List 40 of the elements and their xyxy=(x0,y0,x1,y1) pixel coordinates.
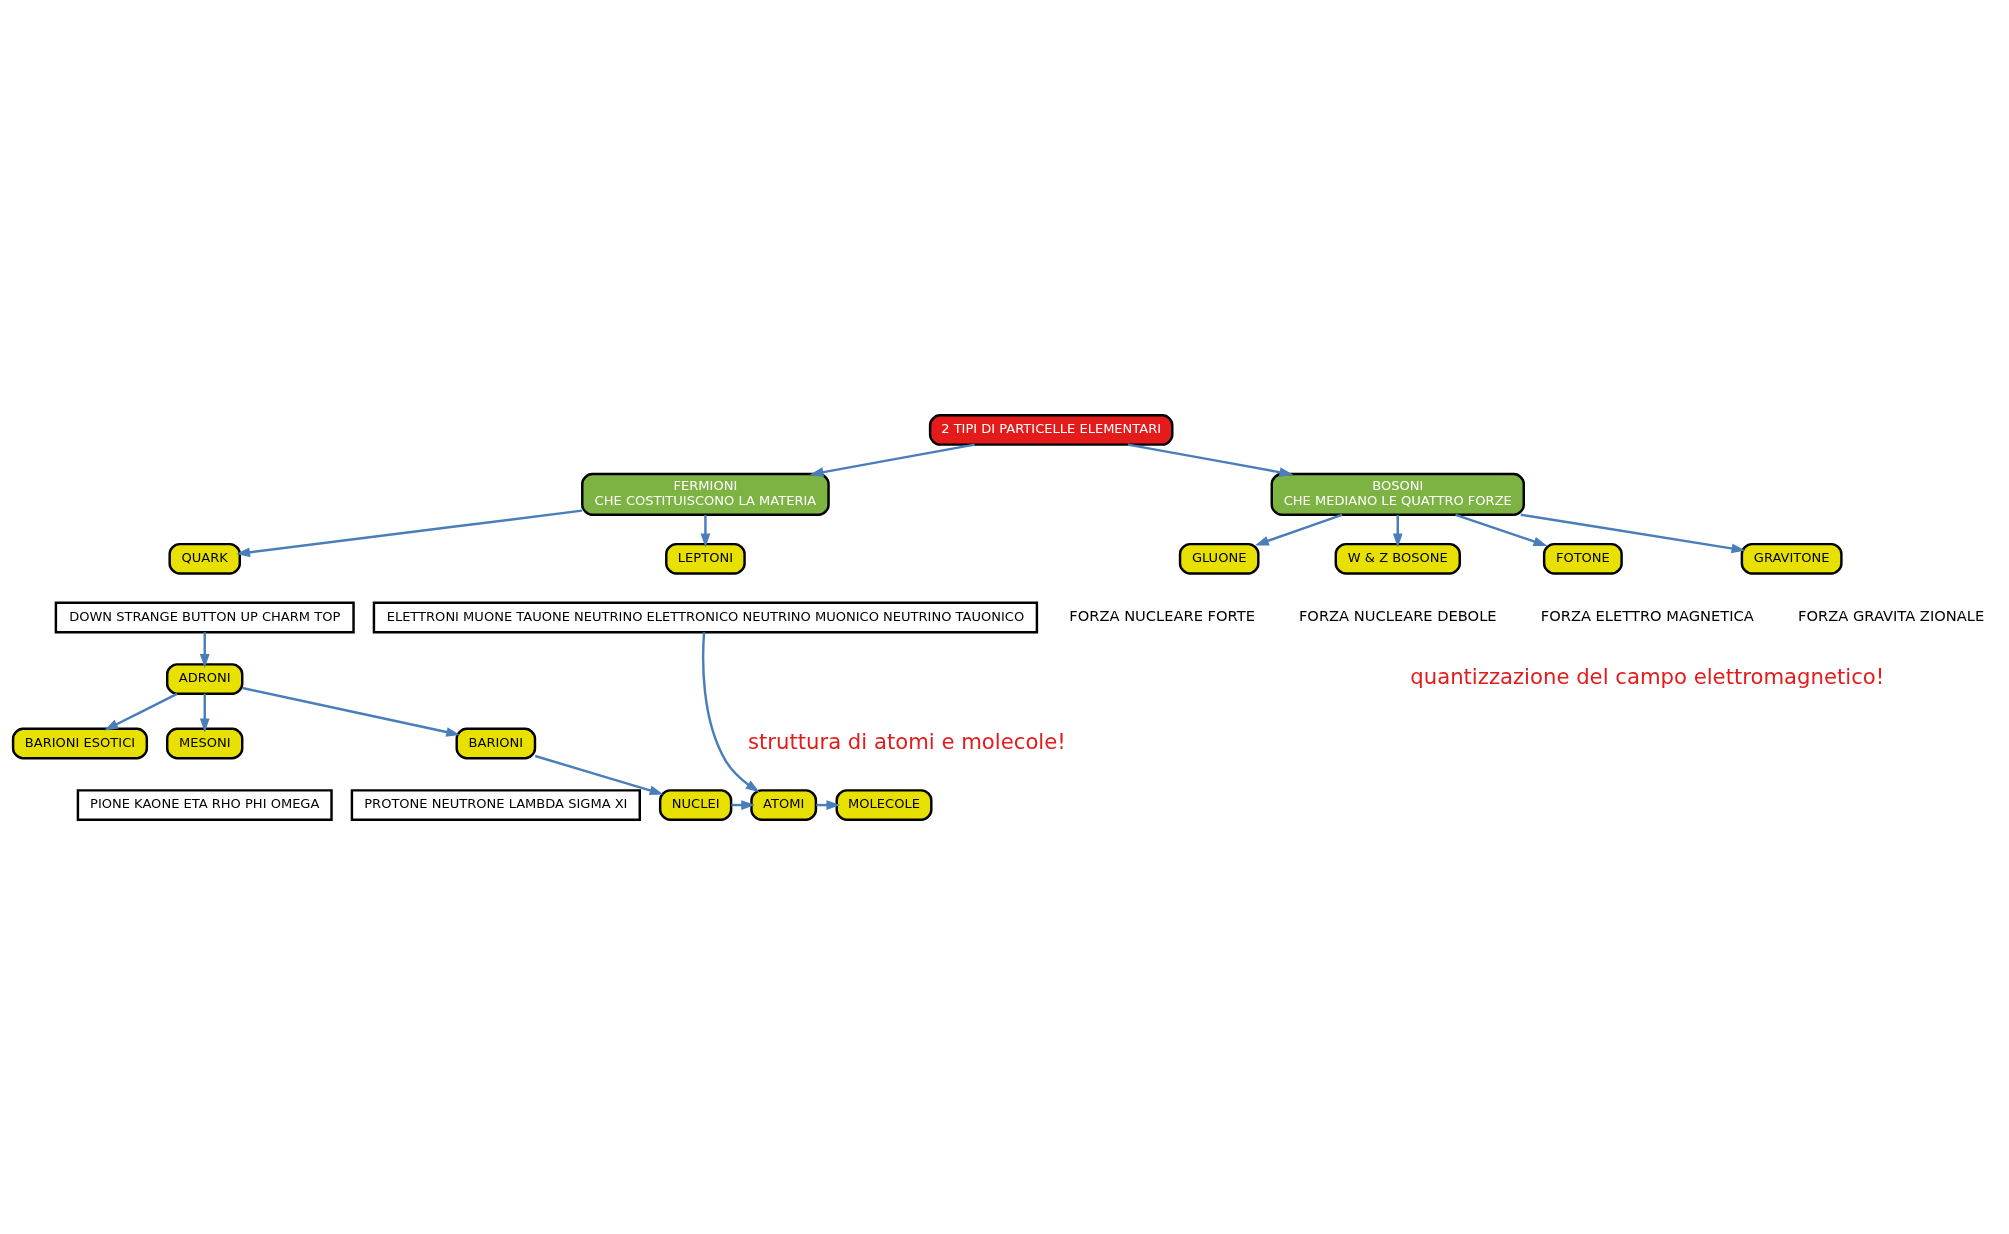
node-box: ELETTRONI MUONE TAUONE NEUTRINO ELETTRONICO NEUTRINO MUONICO NEUTRINO TAUONICO xyxy=(372,601,1039,633)
node-box: QUARK xyxy=(168,542,241,575)
arrow xyxy=(1254,513,1343,545)
arrow xyxy=(199,631,210,668)
node-label: FORZA NUCLEARE DEBOLE xyxy=(1298,606,1497,624)
node-box: LEPTONI xyxy=(665,542,746,575)
arrow xyxy=(701,631,760,792)
node-box: PIONE KAONE ETA RHO PHI OMEGA xyxy=(76,788,333,821)
node-box: BARIONI xyxy=(455,727,537,759)
node-box: GLUONE xyxy=(1178,542,1260,575)
arrow xyxy=(1392,514,1403,547)
arrow xyxy=(700,514,711,547)
arrow xyxy=(1455,513,1548,546)
label: struttura di atomi e molecole! xyxy=(747,728,1066,754)
arrow xyxy=(534,754,664,795)
arrow xyxy=(809,442,975,477)
node-label: FORZA GRAVITA ZIONALE xyxy=(1798,606,1985,624)
arrow xyxy=(104,692,178,730)
node-label: FORZA NUCLEARE FORTE xyxy=(1069,606,1255,624)
node-box: BARIONI ESOTICI xyxy=(11,727,149,759)
node-box: FERMIONI CHE COSTITUISCONO LA MATERIA xyxy=(581,472,830,516)
arrow xyxy=(242,686,461,737)
node-box: GRAVITONE xyxy=(1740,542,1843,575)
node-box: ADRONI xyxy=(166,662,244,695)
arrow xyxy=(1520,513,1746,553)
node-box: ATOMI xyxy=(750,788,818,821)
arrow xyxy=(1127,442,1294,477)
node-label: FORZA ELETTRO MAGNETICA xyxy=(1540,606,1754,624)
node-box: 2 TIPI DI PARTICELLE ELEMENTARI xyxy=(928,413,1174,446)
node-box: W & Z BOSONE xyxy=(1334,542,1461,575)
node-box: MOLECOLE xyxy=(835,788,933,821)
arrow xyxy=(199,693,210,732)
node-box: PROTONE NEUTRONE LAMBDA SIGMA XI xyxy=(350,788,641,821)
node-box: BOSONI CHE MEDIANO LE QUATTRO FORZE xyxy=(1270,472,1525,516)
node-box: NUCLEI xyxy=(658,788,733,821)
node-box: FOTONE xyxy=(1542,542,1623,575)
arrow xyxy=(236,508,583,557)
label: quantizzazione del campo elettromagnetico! xyxy=(1410,663,1885,689)
node-box: MESONI xyxy=(166,727,244,759)
node-box: DOWN STRANGE BUTTON UP CHARM TOP xyxy=(54,601,355,633)
